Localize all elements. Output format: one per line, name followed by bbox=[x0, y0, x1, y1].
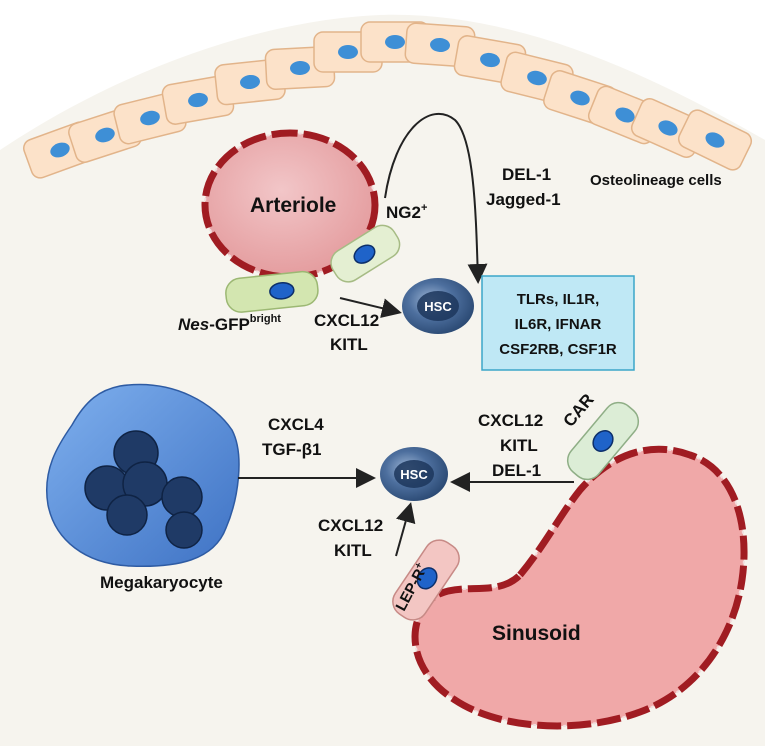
osteo-nucleus bbox=[480, 52, 500, 68]
megakaryocyte-nuclei bbox=[84, 430, 203, 549]
hsc-bottom-label: HSC bbox=[400, 467, 428, 482]
hsc-bottom bbox=[380, 447, 448, 501]
osteo-nucleus bbox=[338, 45, 358, 59]
nes-gfp-cell bbox=[225, 270, 319, 313]
receptor-box bbox=[481, 275, 635, 371]
osteo-nucleus bbox=[527, 70, 547, 86]
osteo-nucleus bbox=[570, 90, 590, 106]
jagged1-label: Jagged-1 bbox=[486, 190, 561, 209]
osteo-nucleus bbox=[705, 132, 725, 148]
sinusoid-label: Sinusoid bbox=[492, 622, 581, 645]
car-cell bbox=[566, 401, 640, 481]
osteo-nucleus bbox=[430, 37, 450, 53]
ng2-label: NG2+ bbox=[386, 202, 427, 222]
cxcl12-top-label: CXCL12 bbox=[314, 311, 379, 330]
arrow-lepr-to-hsc bbox=[395, 502, 416, 557]
osteo-nucleus bbox=[385, 35, 405, 49]
receptor-line-1: TLRs, IL1R, bbox=[517, 291, 600, 308]
tgf-label: TGF-β1 bbox=[262, 440, 321, 459]
arteriole-label: Arteriole bbox=[250, 194, 336, 217]
kitl-top-label: KITL bbox=[330, 335, 368, 354]
cxcl12-right-label: CXCL12 bbox=[478, 411, 543, 430]
nes-gfp-label: Nes-GFPbright bbox=[178, 313, 281, 334]
arrow-osteo-to-hsc bbox=[384, 112, 488, 284]
osteo-nucleus bbox=[95, 127, 115, 143]
osteolineage-cell bbox=[677, 109, 753, 171]
osteo-nucleus bbox=[140, 110, 160, 126]
osteo-nucleus bbox=[240, 74, 260, 90]
lepr-cell bbox=[392, 539, 460, 621]
del1-right-label: DEL-1 bbox=[492, 461, 541, 480]
osteolineage-label: Osteolineage cells bbox=[590, 172, 722, 189]
hsc-top bbox=[402, 278, 474, 334]
receptor-line-3: CSF2RB, CSF1R bbox=[499, 341, 617, 358]
osteo-nucleus bbox=[615, 107, 635, 123]
osteo-nucleus bbox=[658, 120, 678, 136]
kitl-right-label: KITL bbox=[500, 436, 538, 455]
receptor-line-2: IL6R, IFNAR bbox=[515, 316, 602, 333]
ng2-cell bbox=[330, 224, 401, 283]
cxcl4-label: CXCL4 bbox=[268, 415, 324, 434]
del1-label: DEL-1 bbox=[502, 165, 551, 184]
arrow-nes-to-hsc bbox=[339, 297, 402, 318]
osteolineage-cell-layer bbox=[22, 21, 753, 179]
osteo-nucleus bbox=[50, 142, 70, 158]
osteo-nucleus bbox=[188, 92, 208, 108]
hsc-top-label: HSC bbox=[424, 299, 452, 314]
megakaryocyte-label: Megakaryocyte bbox=[100, 573, 223, 592]
osteo-nucleus bbox=[290, 60, 310, 76]
cxcl12-bottom-label: CXCL12 bbox=[318, 516, 383, 535]
kitl-bottom-label: KITL bbox=[334, 541, 372, 560]
